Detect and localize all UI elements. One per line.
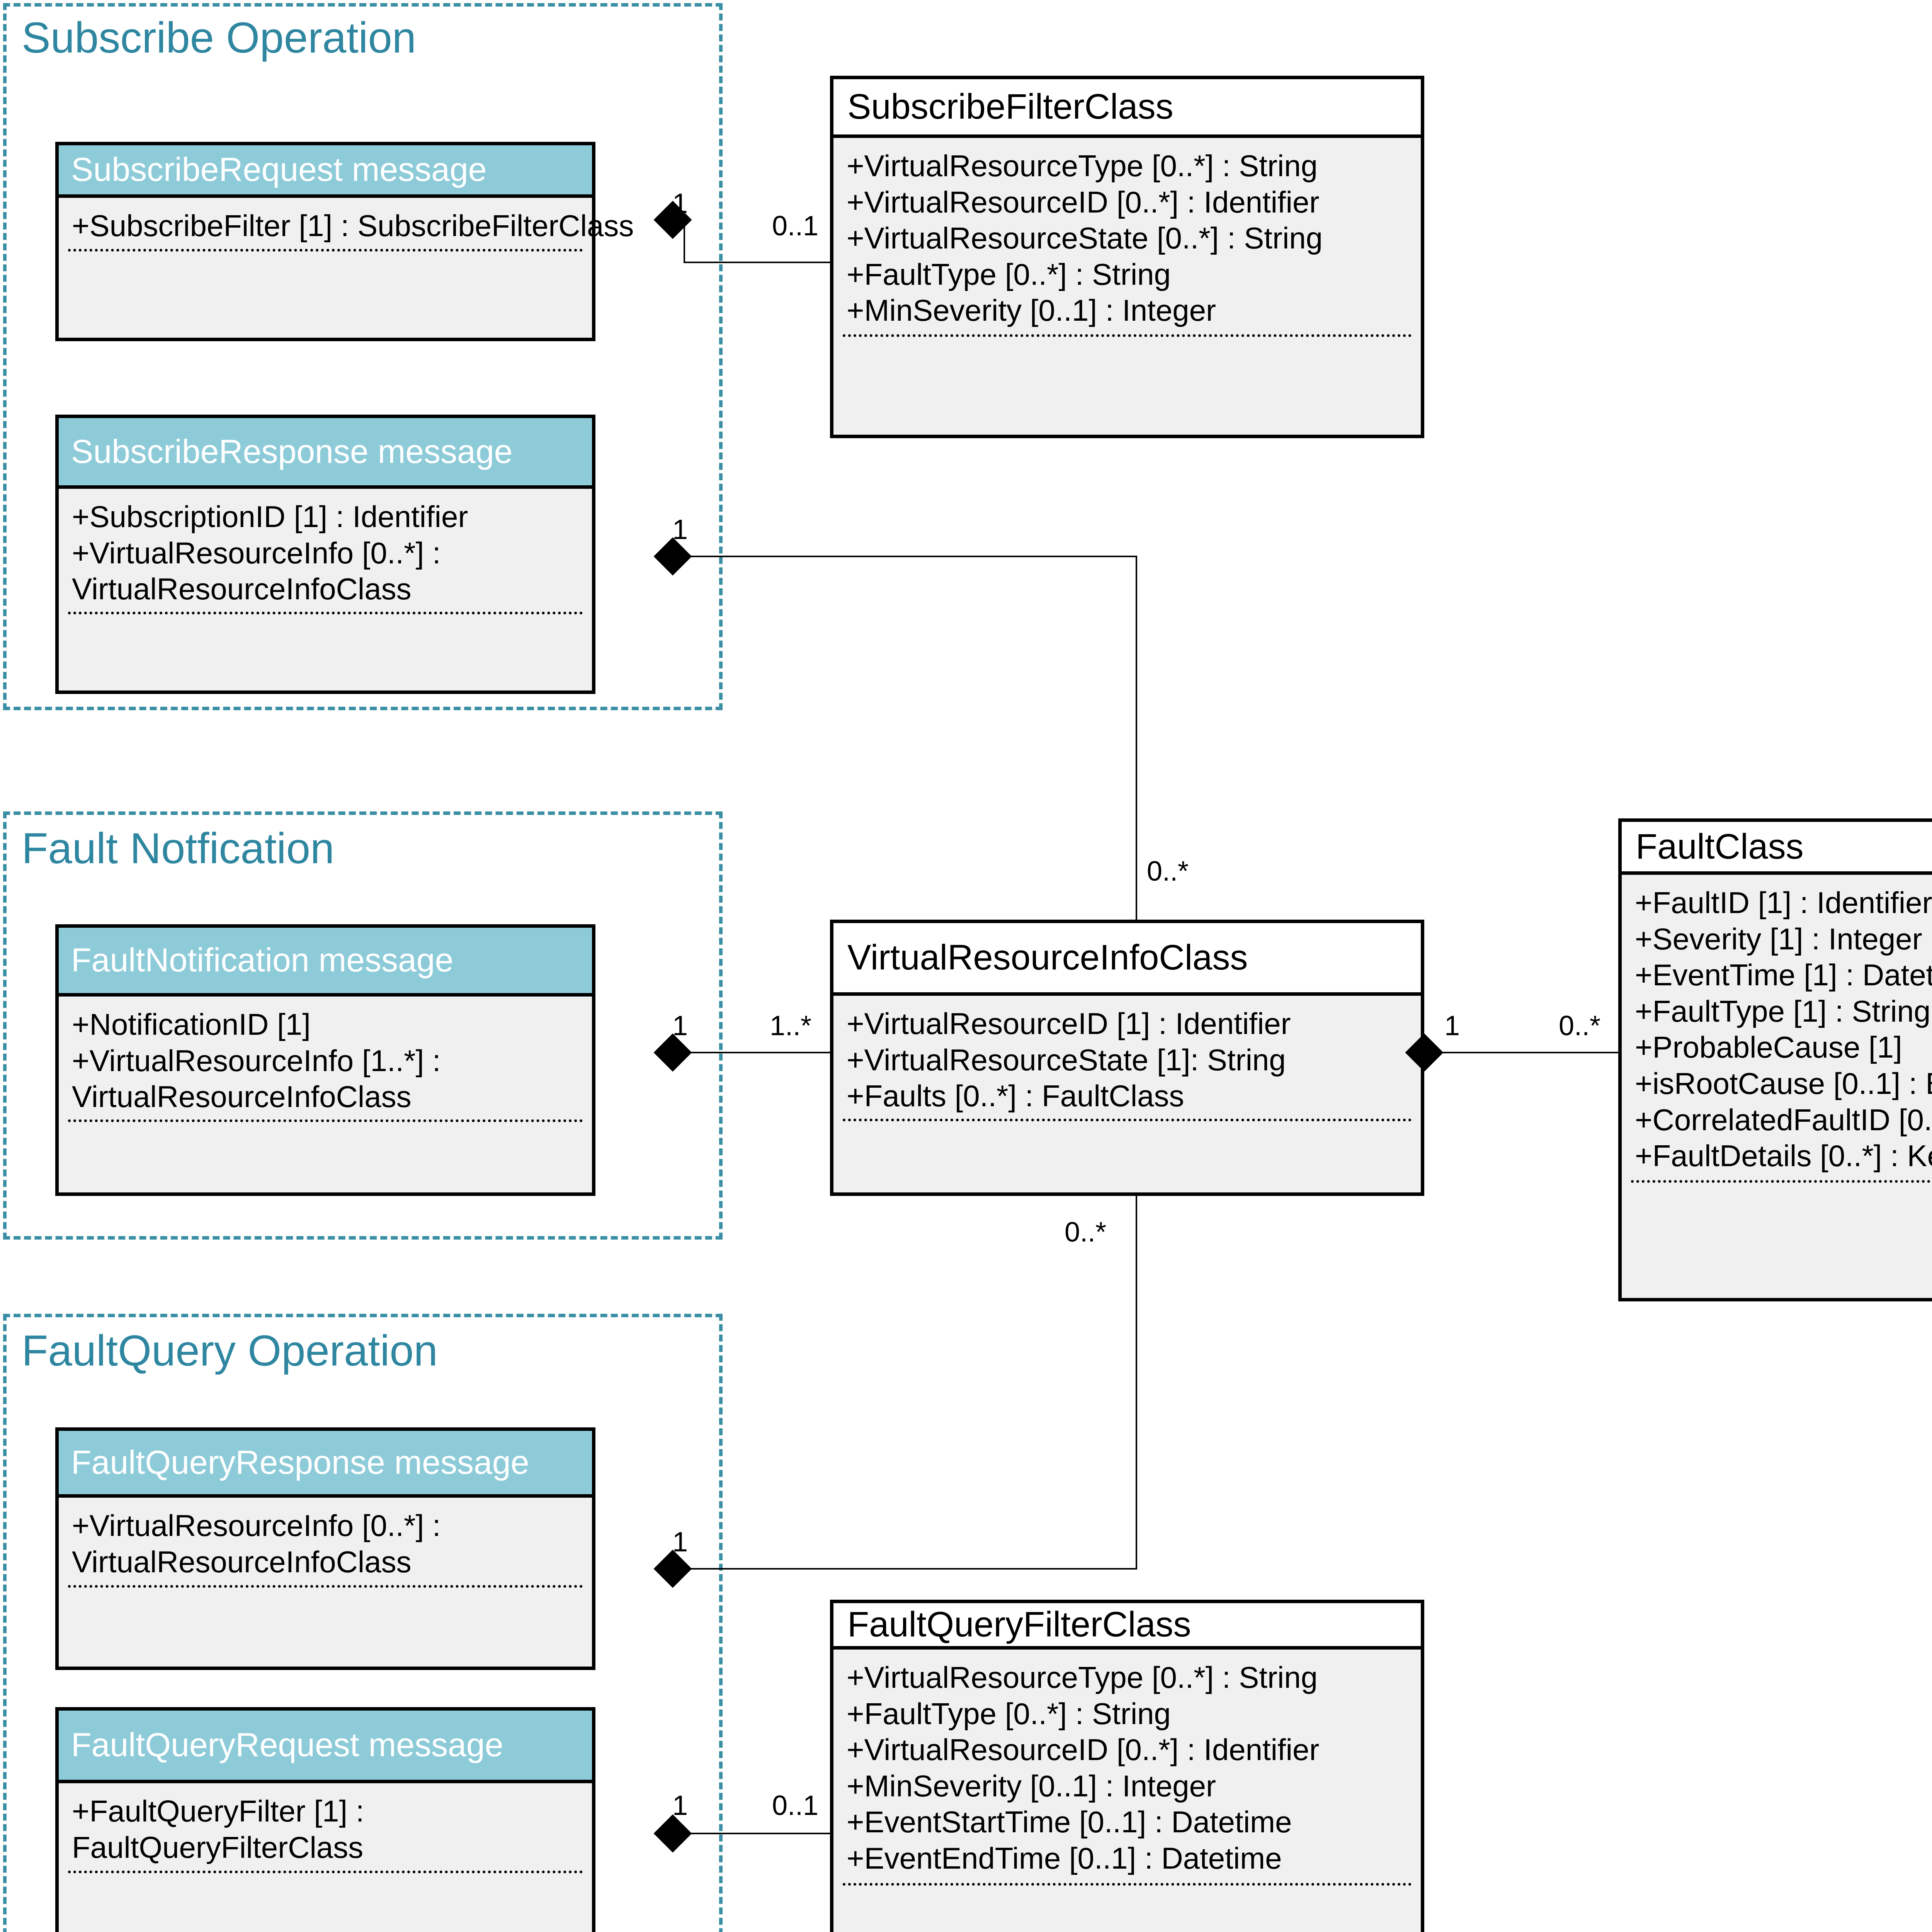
attribute: VirtualResourceInfoClass [72,572,412,606]
attribute: +EventTime [1] : Datetime [1635,958,1932,992]
attribute: +FaultType [0..*] : String [847,257,1171,291]
class-title: SubscribeRequest message [71,151,487,188]
class-attributes-subscribe-response-message: +SubscriptionID [1] : Identifier +Virtua… [59,489,592,694]
class-attributes-faultquery-response-message: +VirtualResourceInfo [0..*] : VirtualRes… [59,1498,592,1670]
multiplicity-label: 1 [672,188,688,219]
attribute: +FaultQueryFilter [1] : [72,1794,364,1828]
multiplicity-label: 1 [672,1790,688,1821]
class-title: FaultClass [1636,827,1804,866]
attribute: +MinSeverity [0..1] : Integer [847,1769,1216,1803]
class-box-virtual-resource-info-class[interactable]: VirtualResourceInfoClass +VirtualResourc… [830,920,1424,1196]
attribute: +SubscriptionID [1] : Identifier [72,500,468,534]
class-header-subscribe-response-message: SubscribeResponse message [59,418,592,489]
attribute: +VirtualResourceInfo [0..*] : [72,1509,441,1543]
class-title: SubscribeFilterClass [847,87,1173,126]
attribute: +Severity [1] : Integer [1635,922,1922,956]
class-title: FaultQueryResponse message [71,1444,529,1481]
class-attributes-fault-notification-message: +NotificationID [1] +VirtualResourceInfo… [59,997,592,1196]
attribute: +EventStartTime [0..1] : Datetime [847,1805,1292,1839]
group-faultquery-operation [3,1314,723,1932]
attribute: VirtualResourceInfoClass [72,1080,412,1114]
class-attributes-subscribe-request-message: +SubscribeFilter [1] : SubscribeFilterCl… [59,198,634,341]
group-title-faultquery-operation: FaultQuery Operation [22,1327,438,1375]
class-attributes-virtual-resource-info-class: +VirtualResourceID [1] : Identifier +Vir… [833,996,1421,1196]
multiplicity-label: 0..1 [772,211,819,242]
group-subscribe-operation [3,3,723,710]
class-box-subscribe-request-message[interactable]: SubscribeRequest message +SubscribeFilte… [55,142,634,341]
attribute: +FaultType [0..*] : String [847,1696,1171,1731]
connector-segment [682,1833,832,1834]
class-title: FaultNotification message [71,942,454,979]
class-header-faultquery-request-message: FaultQueryRequest message [59,1711,592,1783]
connector-segment [684,219,685,263]
attribute: +VirtualResourceInfo [0..*] : [72,536,441,570]
connector-segment [682,1568,1137,1570]
attribute: +MinSeverity [0..1] : Integer [847,293,1216,328]
class-title: FaultQueryRequest message [71,1726,503,1764]
multiplicity-label: 1 [1444,1010,1460,1041]
class-box-subscribe-filter-class[interactable]: SubscribeFilterClass +VirtualResourceTyp… [830,76,1424,438]
attribute: +FaultDetails [0..*] : Key-Value pairs [1635,1139,1932,1173]
class-box-fault-class[interactable]: FaultClass +FaultID [1] : Identifier +Se… [1618,818,1932,1301]
attribute: +SubscribeFilter [1] : SubscribeFilterCl… [72,209,634,243]
connector-segment [682,1052,831,1053]
multiplicity-label: 0..* [1065,1217,1107,1248]
class-box-fault-notification-message[interactable]: FaultNotification message +NotificationI… [55,924,595,1196]
class-header-virtual-resource-info-class: VirtualResourceInfoClass [833,923,1421,996]
connector-segment [1136,1194,1137,1569]
class-header-fault-class: FaultClass [1622,822,1932,875]
multiplicity-label: 1 [672,1010,688,1041]
attribute: +VirtualResourceType [0..*] : String [847,149,1318,183]
attribute: VirtualResourceInfoClass [72,1544,412,1579]
attribute: +VirtualResourceState [1]: String [847,1043,1286,1077]
connector-segment [1434,1052,1620,1053]
class-attributes-subscribe-filter-class: +VirtualResourceType [0..*] : String +Vi… [833,138,1421,438]
class-attributes-fault-class: +FaultID [1] : Identifier +Severity [1] … [1622,875,1932,1301]
class-header-fault-notification-message: FaultNotification message [59,928,592,997]
multiplicity-label: 1 [672,1527,688,1558]
multiplicity-label: 1 [672,514,688,545]
connector-segment [684,262,832,263]
attribute: +VirtualResourceType [0..*] : String [847,1660,1318,1694]
attribute: +VirtualResourceID [1] : Identifier [847,1007,1291,1041]
attribute: +CorrelatedFaultID [0..*] : Identifier [1635,1102,1932,1137]
class-box-faultquery-response-message[interactable]: FaultQueryResponse message +VirtualResou… [55,1427,595,1670]
attribute: +Faults [0..*] : FaultClass [847,1079,1184,1113]
attribute: +VirtualResourceID [0..*] : Identifier [847,1733,1320,1767]
attribute: +FaultType [1] : String [1635,994,1931,1028]
attribute: +isRootCause [0..1] : Boolean [1635,1066,1932,1100]
attribute: +VirtualResourceID [0..*] : Identifier [847,185,1320,219]
attribute: +EventEndTime [0..1] : Datetime [847,1841,1282,1875]
multiplicity-label: 0..1 [772,1790,819,1821]
group-fault-notification [3,811,723,1240]
class-attributes-faultquery-filter-class: +VirtualResourceType [0..*] : String +Fa… [833,1650,1421,1932]
attribute: +FaultID [1] : Identifier [1635,886,1932,920]
multiplicity-label: 0..* [1559,1010,1601,1041]
attribute: +VirtualResourceState [0..*] : String [847,221,1323,255]
class-title: FaultQueryFilterClass [847,1605,1191,1644]
class-title: VirtualResourceInfoClass [847,938,1248,977]
group-title-subscribe-operation: Subscribe Operation [22,14,417,62]
connector-segment [1136,556,1137,921]
connector-segment [682,556,1137,557]
attribute: FaultQueryFilterClass [72,1830,364,1864]
class-header-subscribe-request-message: SubscribeRequest message [59,145,592,198]
class-box-subscribe-response-message[interactable]: SubscribeResponse message +SubscriptionI… [55,415,595,694]
class-box-faultquery-request-message[interactable]: FaultQueryRequest message +FaultQueryFil… [55,1707,595,1932]
class-header-subscribe-filter-class: SubscribeFilterClass [833,79,1421,138]
attribute: +ProbableCause [1] [1635,1030,1902,1065]
group-title-fault-notification: Fault Notfication [22,824,335,872]
multiplicity-label: 0..* [1147,856,1189,887]
class-header-faultquery-filter-class: FaultQueryFilterClass [833,1603,1421,1650]
attribute: +VirtualResourceInfo [1..*] : [72,1043,441,1078]
class-attributes-faultquery-request-message: +FaultQueryFilter [1] : FaultQueryFilter… [59,1783,592,1932]
class-box-faultquery-filter-class[interactable]: FaultQueryFilterClass +VirtualResourceTy… [830,1600,1424,1932]
class-title: SubscribeResponse message [71,433,513,470]
multiplicity-label: 1..* [770,1010,812,1041]
attribute: +NotificationID [1] [72,1007,311,1041]
class-header-faultquery-response-message: FaultQueryResponse message [59,1431,592,1498]
